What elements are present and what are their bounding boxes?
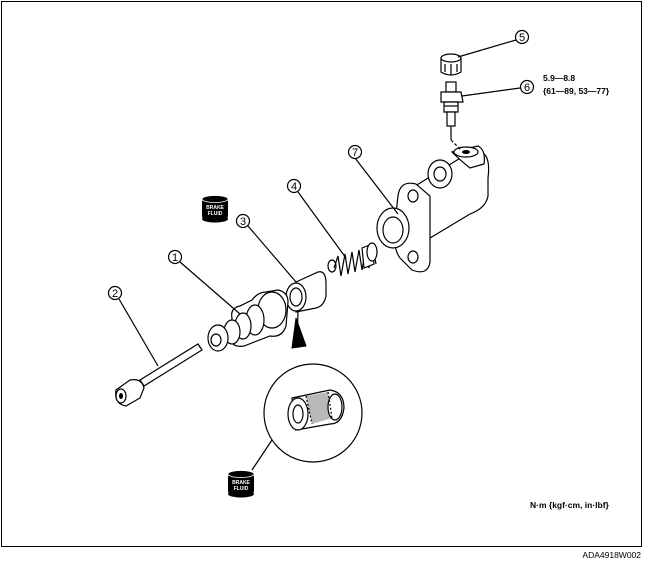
torque-spec: 5.9—8.8 {61—89, 53—77}	[543, 73, 610, 96]
master-cylinder-body	[376, 145, 490, 273]
units-note: N·m {kgf·cm, in·lbf}	[530, 500, 610, 510]
callout-1: 1	[167, 249, 183, 265]
callout-leaders	[118, 39, 521, 367]
push-rod	[115, 343, 203, 407]
callout-number: 3	[240, 216, 246, 228]
callout-4: 4	[286, 178, 302, 194]
callout-3: 3	[235, 213, 251, 229]
callout-number: 7	[352, 147, 358, 159]
callout-5: 5	[514, 29, 530, 45]
torque-spec-line-2: {61—89, 53—77}	[543, 86, 610, 96]
figure-code: ADA4918W002	[582, 550, 641, 560]
callout-6: 6	[519, 79, 535, 95]
brake-fluid-label-top: BRAKE	[206, 205, 224, 211]
brake-fluid-label-bottom: FLUID	[234, 486, 249, 492]
callout-number: 6	[524, 82, 530, 94]
pipe-fitting	[440, 81, 464, 151]
callout-2: 2	[107, 285, 123, 301]
callout-number: 1	[172, 252, 178, 264]
brake-fluid-label-top: BRAKE	[232, 480, 250, 486]
torque-spec-line-1: 5.9—8.8	[543, 73, 575, 83]
bleeder-cap	[440, 53, 462, 76]
callout-number: 4	[291, 181, 297, 193]
callout-number: 5	[519, 32, 525, 44]
callout-7: 7	[347, 144, 363, 160]
brake-fluid-label-bottom: FLUID	[208, 211, 223, 217]
piston-detail-view	[251, 311, 363, 471]
brake-fluid-icon: BRAKE FLUID	[201, 195, 229, 223]
diagram-frame	[1, 1, 642, 547]
piston	[285, 271, 327, 313]
return-spring	[327, 242, 378, 277]
brake-fluid-icon: BRAKE FLUID	[227, 470, 255, 498]
callout-number: 2	[112, 288, 118, 300]
dust-boot	[207, 289, 289, 352]
